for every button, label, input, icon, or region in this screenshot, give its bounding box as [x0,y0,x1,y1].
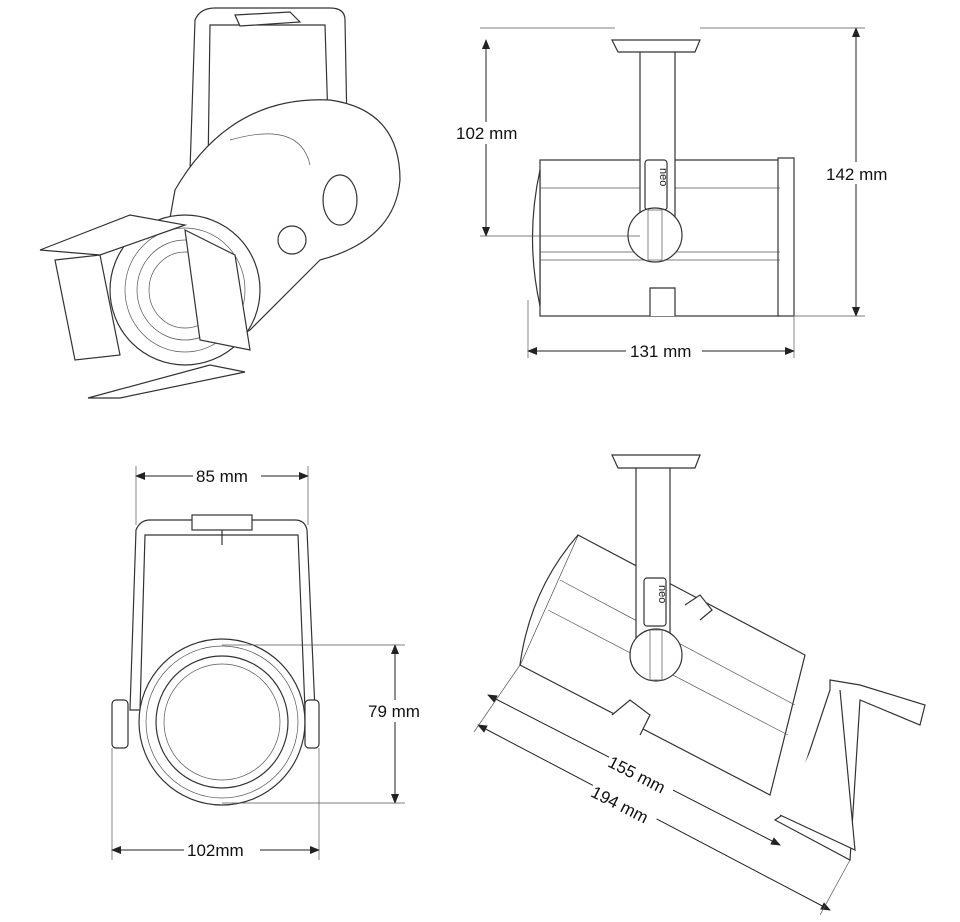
dim-bracket-width: 85 mm [196,467,248,486]
side-view: neo 102 mm 142 mm 131 mm [452,27,897,362]
logo-text: neo [657,168,669,186]
tilted-view: neo 155 mm 194 mm [473,454,926,916]
dim-lens-height: 79 mm [368,702,420,721]
perspective-view [39,7,401,399]
dim-body-width: 102mm [187,841,244,860]
front-view: 85 mm 79 mm 102mm [111,465,432,861]
dim-height-total: 142 mm [826,165,887,184]
dim-height-upper: 102 mm [456,124,517,143]
logo-text: neo [656,585,668,603]
dim-length: 131 mm [630,342,691,361]
